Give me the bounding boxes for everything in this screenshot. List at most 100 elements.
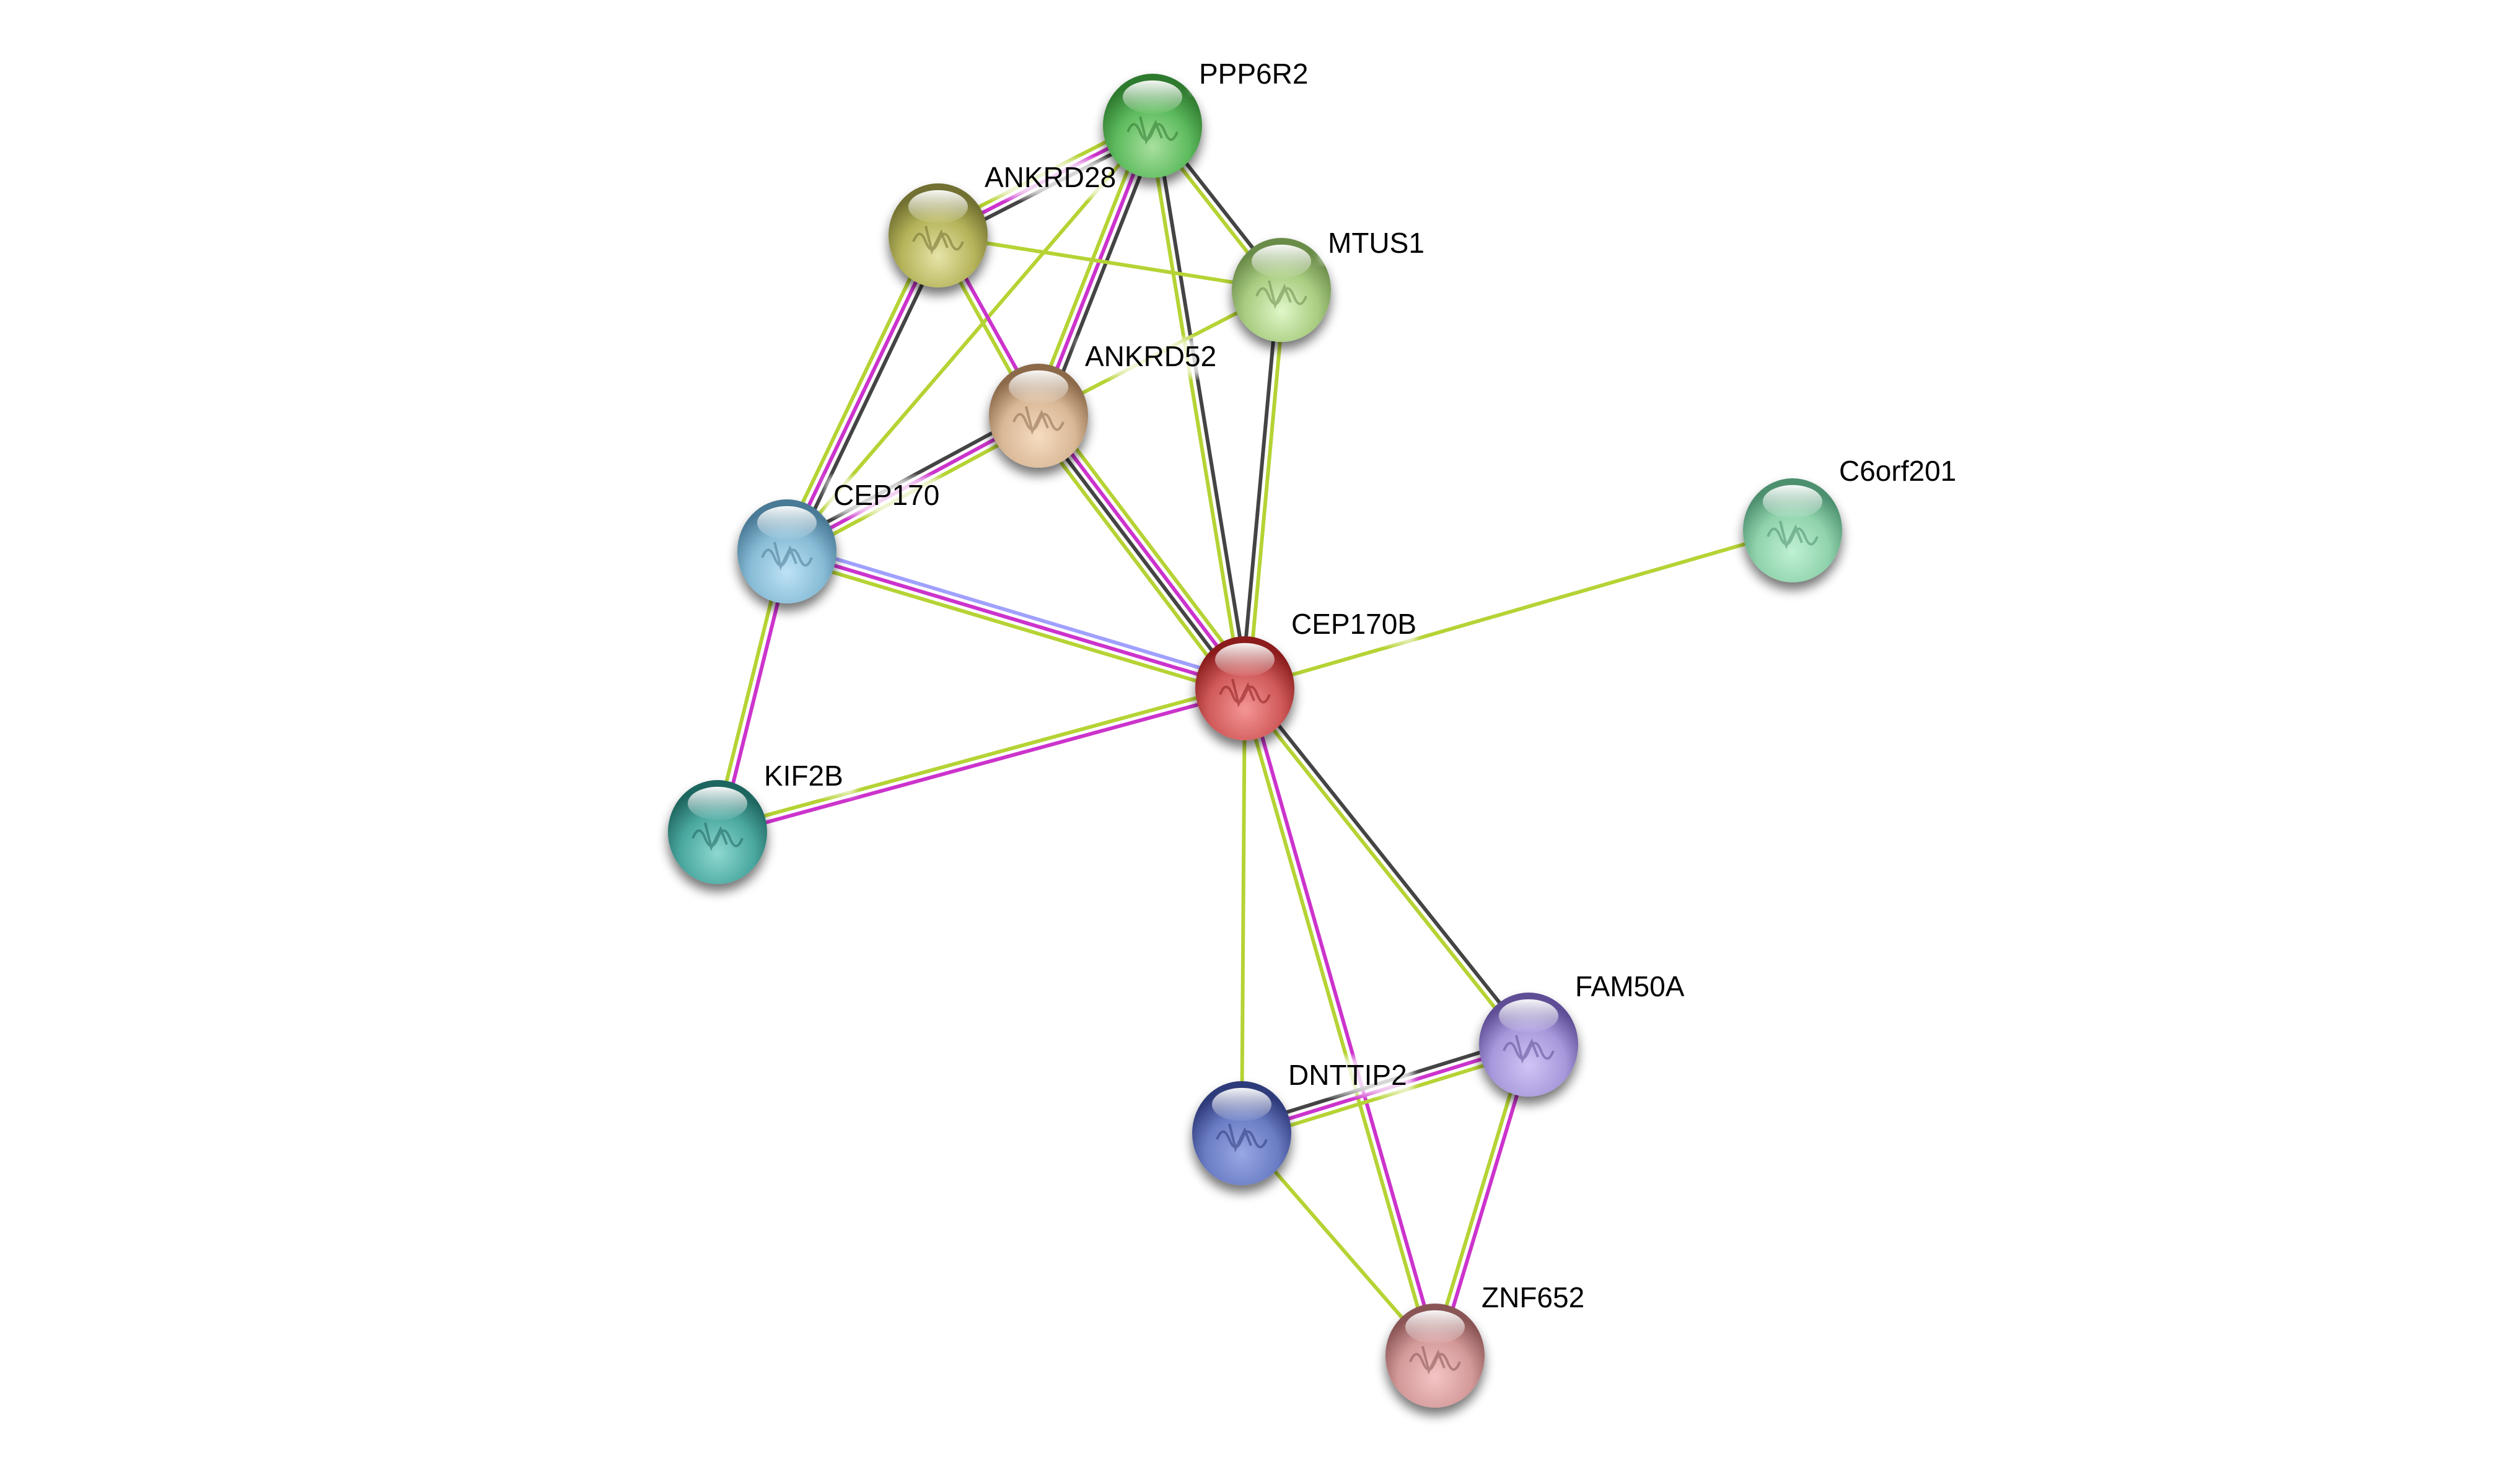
protein-structure-icon — [1503, 1035, 1555, 1064]
node-c6orf201[interactable] — [1743, 478, 1842, 582]
node-label-ankrd28[interactable]: ANKRD28 — [985, 161, 1116, 193]
edge-line-coexpression — [1239, 289, 1280, 688]
edge-line-homology — [788, 543, 1248, 684]
protein-structure-icon — [761, 542, 813, 571]
label-background — [1078, 339, 1210, 376]
node-label-fam50a[interactable]: FAM50A — [1575, 970, 1685, 1002]
edge-line-coexpression — [1034, 416, 1244, 692]
edge-fam50a-znf652[interactable] — [1429, 1043, 1534, 1357]
node-mtus1[interactable] — [1232, 238, 1331, 342]
node-ankrd28[interactable] — [889, 183, 988, 287]
edge-line-textmining — [779, 231, 934, 550]
node-label-c6orf201[interactable]: C6orf201 — [1839, 455, 1956, 487]
label-background — [757, 758, 855, 796]
edge-cep170b-dnttip2[interactable] — [1240, 688, 1247, 1134]
node-highlight — [1252, 244, 1311, 278]
edge-line-textmining — [1030, 122, 1148, 414]
protein-structure-icon — [1409, 1346, 1461, 1375]
label-background — [1474, 1280, 1589, 1317]
edge-line-textmining — [1240, 689, 1528, 1048]
protein-structure-icon — [1216, 1123, 1268, 1152]
label-background — [1320, 226, 1419, 263]
node-highlight — [757, 506, 817, 540]
protein-structure-icon — [1126, 116, 1179, 145]
edge-line-textmining — [1243, 1049, 1532, 1142]
edge-line-textmining — [1029, 421, 1239, 696]
edge-line-textmining — [1429, 1043, 1527, 1356]
edge-line-coexpression — [791, 237, 946, 556]
edge-line-coexpression — [1043, 127, 1161, 419]
edge-line-known-experimental — [1037, 125, 1154, 417]
edge-line-known-experimental — [1436, 1045, 1534, 1357]
node-highlight — [1009, 370, 1068, 404]
edge-line-known-experimental — [785, 234, 940, 553]
node-ankrd52[interactable] — [989, 364, 1088, 468]
label-background — [1568, 969, 1683, 1006]
edge-ppp6r2-cep170b[interactable] — [1147, 125, 1250, 690]
node-znf652[interactable] — [1385, 1304, 1485, 1408]
edge-cep170-cep170b[interactable] — [784, 543, 1248, 697]
protein-structure-icon — [1012, 406, 1065, 435]
node-label-kif2b[interactable]: KIF2B — [764, 760, 843, 792]
node-highlight — [688, 786, 747, 820]
label-background — [977, 160, 1109, 197]
label-background — [1281, 1058, 1413, 1095]
label-background — [1832, 454, 1980, 491]
node-cep170b[interactable] — [1195, 636, 1294, 740]
node-kif2b[interactable] — [668, 780, 767, 884]
edge-line-textmining — [1240, 688, 1247, 1134]
edge-line-textmining — [1244, 528, 1793, 690]
edge-line-textmining — [1246, 290, 1287, 689]
node-highlight — [1212, 1087, 1271, 1121]
node-label-znf652[interactable]: ZNF652 — [1482, 1281, 1584, 1313]
edge-line-coexpression — [1154, 125, 1250, 688]
edge-cep170b-znf652[interactable] — [1239, 686, 1441, 1357]
edge-line-textmining — [1239, 688, 1434, 1357]
node-label-ppp6r2[interactable]: PPP6R2 — [1199, 58, 1308, 90]
edge-line-textmining — [937, 234, 1282, 292]
protein-structure-icon — [1219, 678, 1271, 708]
protein-structure-icon — [691, 822, 744, 851]
protein-structure-icon — [1767, 520, 1819, 550]
protein-structure-icon — [1255, 280, 1307, 309]
edge-cep170b-kif2b[interactable] — [716, 683, 1247, 838]
edge-line-known-experimental — [1039, 412, 1249, 688]
node-label-ankrd52[interactable]: ANKRD52 — [1085, 340, 1216, 372]
edge-c6orf201-cep170b[interactable] — [1244, 528, 1793, 690]
edge-line-textmining — [1045, 408, 1255, 683]
edge-line-textmining — [784, 556, 1244, 697]
node-fam50a[interactable] — [1479, 993, 1578, 1097]
node-highlight — [1215, 642, 1275, 677]
edge-ankrd28-mtus1[interactable] — [937, 234, 1282, 292]
node-highlight — [1405, 1310, 1465, 1344]
node-layer — [668, 74, 1842, 1408]
node-label-dnttip2[interactable]: DNTTIP2 — [1288, 1059, 1407, 1091]
edge-line-textmining — [1147, 126, 1244, 690]
label-background — [1284, 607, 1416, 644]
edge-mtus1-cep170b[interactable] — [1239, 289, 1287, 689]
node-highlight — [1123, 80, 1182, 114]
label-background — [826, 478, 941, 515]
edge-line-textmining — [716, 683, 1245, 831]
node-highlight — [1763, 485, 1822, 519]
edge-line-known-experimental — [718, 690, 1247, 838]
node-dnttip2[interactable] — [1192, 1081, 1291, 1185]
protein-structure-icon — [912, 226, 964, 255]
node-label-cep170b[interactable]: CEP170B — [1291, 608, 1416, 640]
edge-cep170b-fam50a[interactable] — [1240, 685, 1533, 1048]
label-background — [1192, 56, 1307, 94]
edge-line-known-experimental — [1246, 686, 1441, 1356]
edge-ankrd28-cep170[interactable] — [779, 231, 946, 556]
edge-line-coexpression — [1245, 685, 1533, 1044]
node-label-cep170[interactable]: CEP170 — [833, 479, 939, 511]
edge-line-known-experimental — [786, 550, 1245, 690]
node-highlight — [1499, 999, 1558, 1033]
node-label-mtus1[interactable]: MTUS1 — [1328, 227, 1425, 259]
edge-ppp6r2-ankrd52[interactable] — [1030, 122, 1161, 419]
node-highlight — [908, 190, 968, 224]
node-cep170[interactable] — [737, 499, 836, 603]
edge-ankrd52-cep170b[interactable] — [1029, 408, 1255, 696]
node-ppp6r2[interactable] — [1103, 74, 1202, 178]
